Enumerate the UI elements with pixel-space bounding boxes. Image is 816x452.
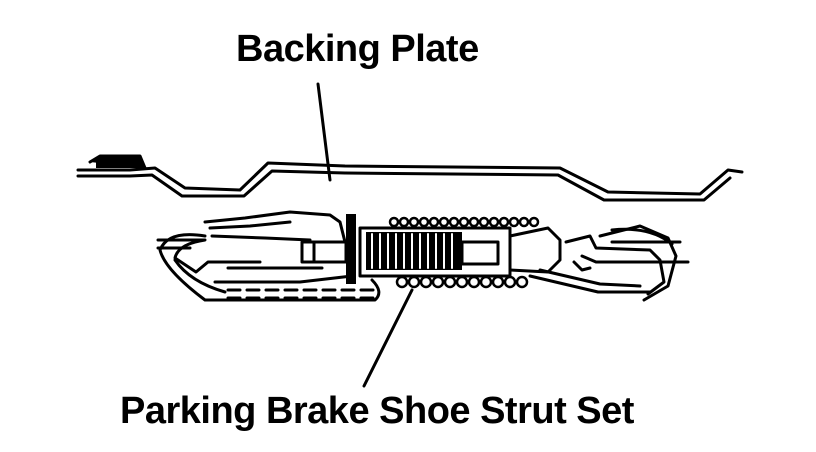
backing-plate-label: Backing Plate bbox=[236, 28, 479, 70]
adjuster-screw bbox=[358, 226, 512, 278]
lower-spring bbox=[395, 275, 529, 289]
strut-set-leader-line bbox=[362, 288, 414, 388]
left-shoe-end bbox=[156, 210, 381, 302]
strut-dashed-edge bbox=[226, 288, 382, 300]
right-shoe-end bbox=[564, 224, 690, 302]
star-wheel bbox=[346, 214, 356, 284]
strut-set-label: Parking Brake Shoe Strut Set bbox=[120, 390, 634, 432]
backing-plate bbox=[76, 154, 744, 202]
strut-bar-right bbox=[508, 226, 652, 294]
adjuster-socket bbox=[300, 240, 348, 264]
upper-spring bbox=[388, 216, 540, 228]
